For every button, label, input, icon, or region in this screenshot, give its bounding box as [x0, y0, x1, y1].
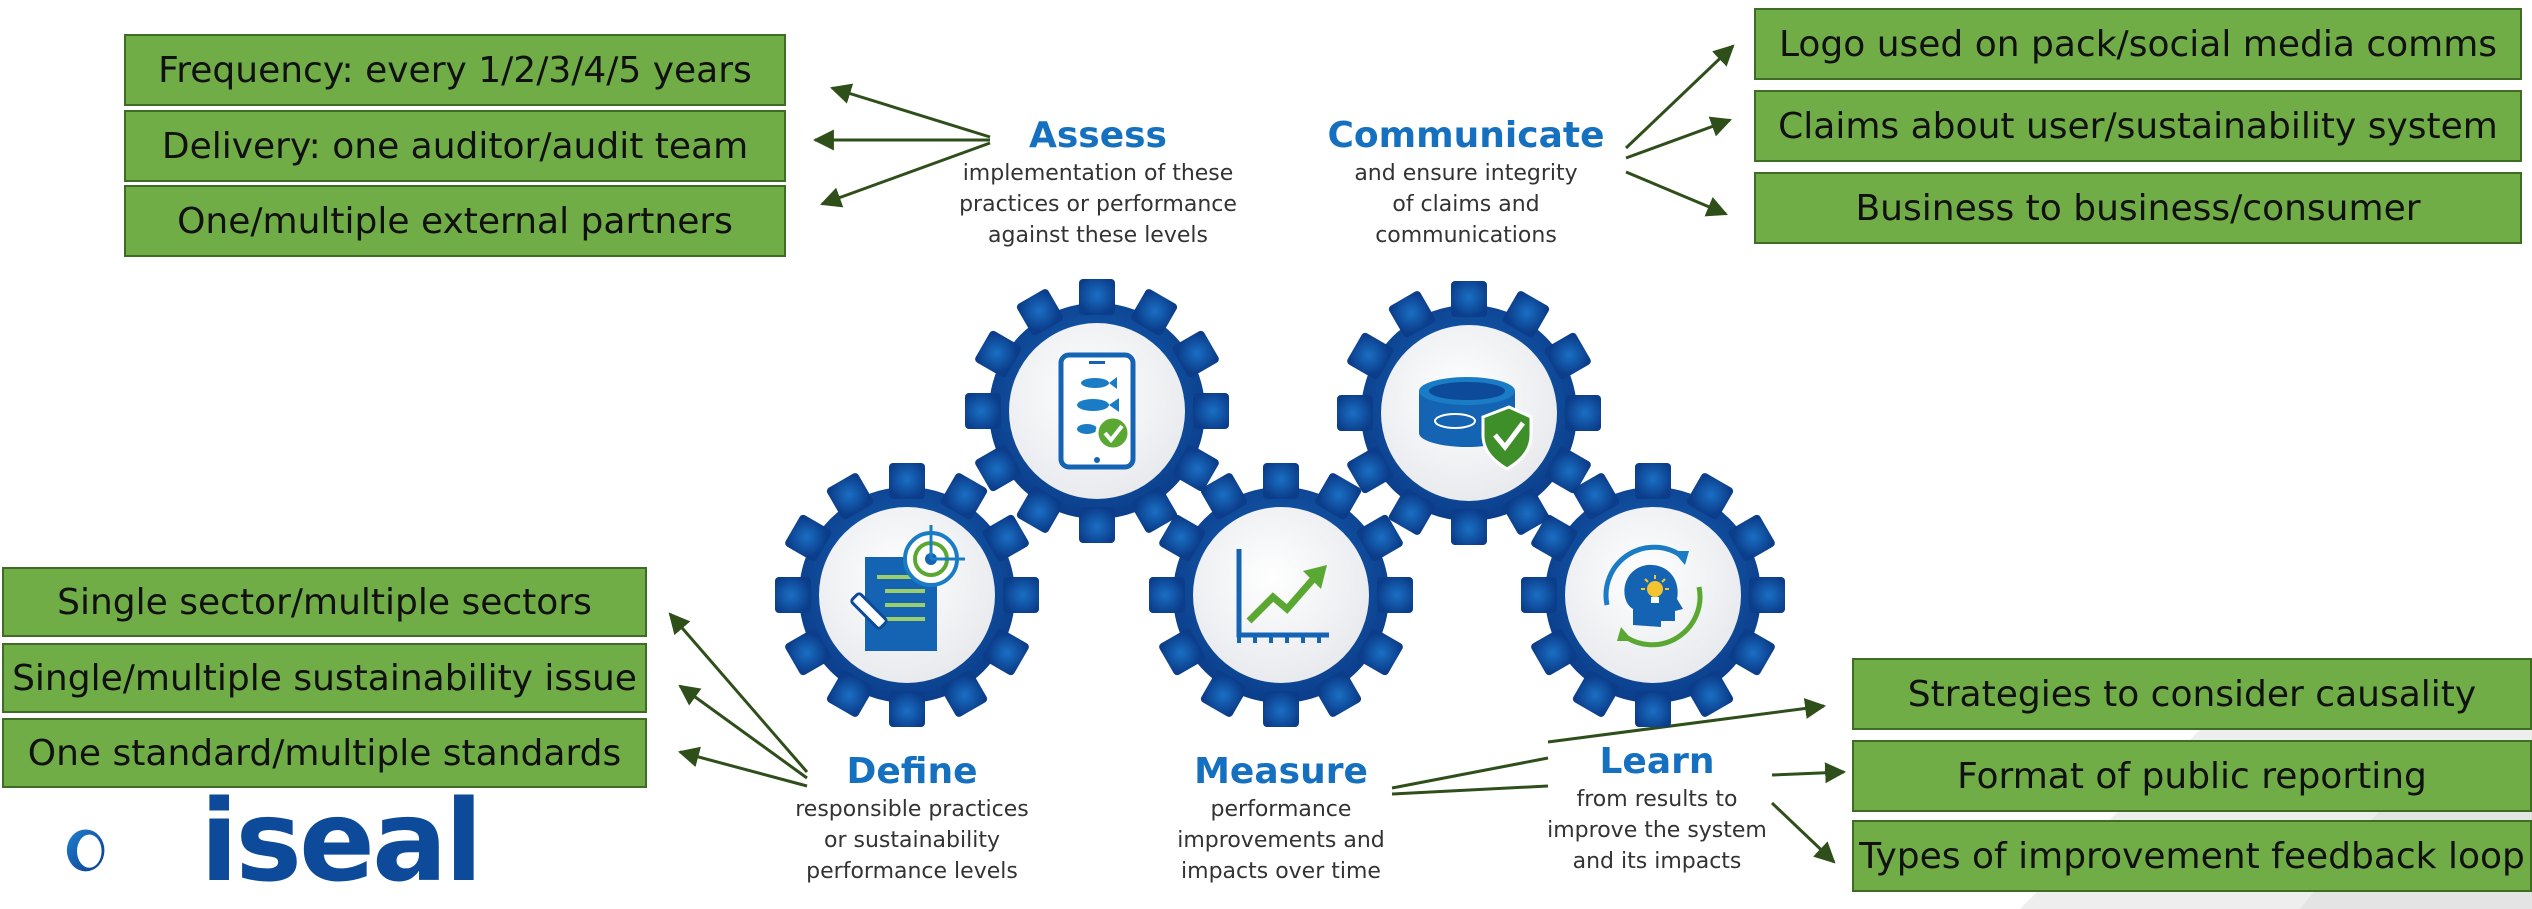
- stage-learn-title: Learn: [1599, 741, 1715, 782]
- stage-define-desc-3: performance levels: [806, 859, 1018, 884]
- stage-learn: Learn from results to improve the system…: [1532, 740, 1782, 877]
- stage-measure-title: Measure: [1194, 751, 1368, 792]
- arrow-communicate-1: [1624, 44, 1735, 150]
- growth-chart-icon: [1236, 549, 1329, 643]
- stage-define: Define responsible practices or sustaina…: [752, 750, 1072, 887]
- stage-measure: Measure performance improvements and imp…: [1136, 750, 1426, 887]
- stage-communicate: Communicate and ensure integrity of clai…: [1296, 114, 1636, 251]
- assess-option-delivery: Delivery: one auditor/audit team: [124, 110, 786, 182]
- arrow-assess-1: [829, 83, 991, 139]
- learn-option-causality: Strategies to consider causality: [1852, 658, 2532, 730]
- stage-define-title: Define: [846, 751, 978, 792]
- arrow-communicate-2: [1625, 116, 1732, 160]
- stage-learn-desc-1: from results to: [1576, 787, 1738, 812]
- tablet-fish-check-icon: [1058, 352, 1136, 470]
- stage-assess: Assess implementation of these practices…: [918, 114, 1278, 251]
- stage-communicate-desc-2: of claims and: [1392, 192, 1540, 217]
- assess-option-partners: One/multiple external partners: [124, 185, 786, 257]
- gear-learn: [1521, 463, 1785, 727]
- stage-assess-desc-1: implementation of these: [962, 161, 1234, 186]
- arrow-define-3: [677, 746, 808, 788]
- define-option-standards: One standard/multiple standards: [2, 718, 647, 788]
- arrow-communicate-3: [1625, 170, 1728, 217]
- stage-assess-desc-2: practices or performance: [959, 192, 1237, 217]
- document-target-icon: [850, 525, 965, 651]
- head-lightbulb-cycle-icon: [1603, 544, 1703, 648]
- arrow-learn-3: [1770, 801, 1836, 864]
- stage-communicate-title: Communicate: [1327, 115, 1605, 156]
- iseal-logo-icon: [66, 829, 105, 872]
- communicate-option-logo: Logo used on pack/social media comms: [1754, 8, 2522, 80]
- gear-define: [775, 463, 1039, 727]
- stage-communicate-desc-3: communications: [1375, 223, 1557, 248]
- stage-assess-title: Assess: [1029, 115, 1167, 156]
- stage-communicate-desc-1: and ensure integrity: [1354, 161, 1578, 186]
- gear-assess: [965, 279, 1229, 543]
- communicate-option-claims: Claims about user/sustainability system: [1754, 90, 2522, 162]
- define-option-sectors: Single sector/multiple sectors: [2, 567, 647, 637]
- gear-communicate: [1337, 281, 1601, 545]
- stage-measure-desc-1: performance: [1210, 797, 1352, 822]
- tuna-can-shield-icon: [1419, 377, 1533, 471]
- stage-define-desc-2: or sustainability: [824, 828, 1000, 853]
- stage-measure-desc-3: impacts over time: [1181, 859, 1381, 884]
- arrow-define-1: [668, 612, 809, 773]
- arrow-learn-2: [1771, 762, 1847, 784]
- stage-assess-desc-3: against these levels: [988, 223, 1208, 248]
- iseal-logo-text: iseal: [200, 777, 483, 907]
- stage-learn-desc-3: and its impacts: [1572, 849, 1742, 874]
- stage-learn-desc-2: improve the system: [1547, 818, 1767, 843]
- learn-option-reporting: Format of public reporting: [1852, 740, 2532, 812]
- communicate-option-business: Business to business/consumer: [1754, 172, 2522, 244]
- stage-define-desc-1: responsible practices: [795, 797, 1029, 822]
- stage-measure-desc-2: improvements and: [1177, 828, 1385, 853]
- gear-measure: [1149, 463, 1413, 727]
- arrow-assess-3: [820, 141, 991, 208]
- arrow-learn-1: [1547, 698, 1827, 744]
- define-option-issues: Single/multiple sustainability issue: [2, 643, 647, 713]
- assess-option-frequency: Frequency: every 1/2/3/4/5 years: [124, 34, 786, 106]
- arrow-define-2: [678, 684, 808, 780]
- learn-option-feedback: Types of improvement feedback loop: [1852, 820, 2532, 892]
